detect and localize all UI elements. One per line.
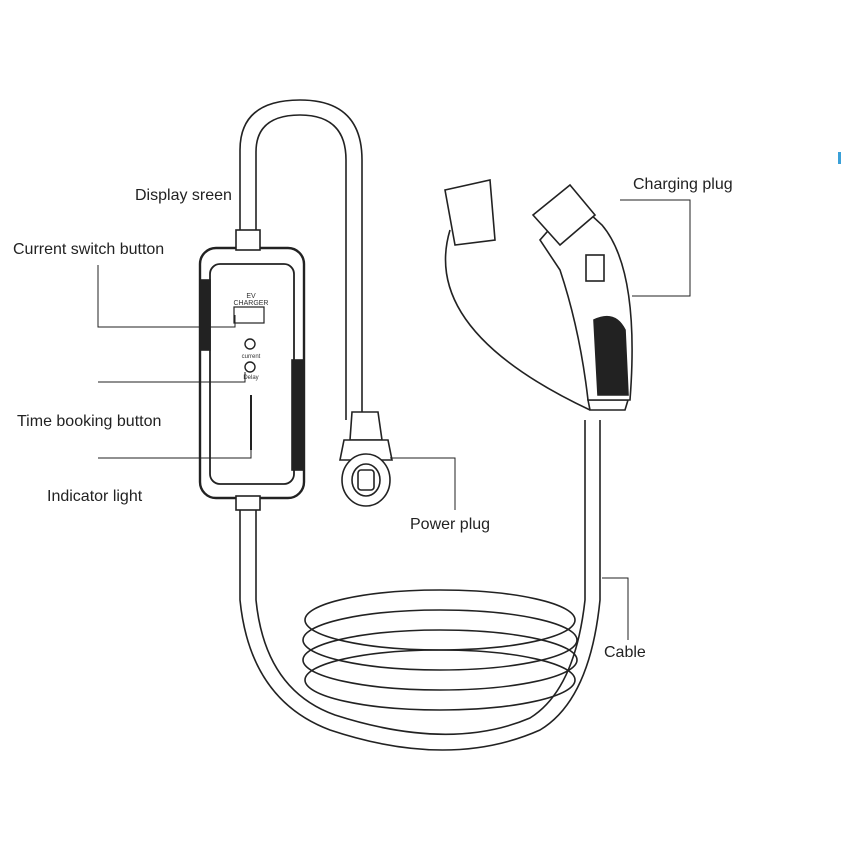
plug-cap bbox=[444, 179, 591, 411]
label-current-switch: Current switch button bbox=[13, 241, 165, 258]
accent-mark bbox=[838, 152, 841, 164]
time-booking-button bbox=[244, 361, 256, 373]
label-power-plug: Power plug bbox=[410, 516, 491, 533]
leader-lines bbox=[97, 199, 691, 640]
device-label-charger: CHARGER bbox=[233, 300, 268, 307]
cable-to-power-plug bbox=[239, 99, 363, 420]
device-label-delay: Delay bbox=[243, 375, 258, 381]
label-cable: Cable bbox=[604, 644, 646, 661]
display-screen bbox=[233, 306, 265, 324]
power-plug bbox=[339, 411, 393, 507]
label-time-booking: Time booking button bbox=[17, 413, 162, 430]
control-box bbox=[198, 229, 306, 511]
cable-coil bbox=[302, 589, 578, 711]
device-label-ev: EV bbox=[246, 293, 256, 300]
charging-plug bbox=[531, 183, 633, 411]
label-charging-plug: Charging plug bbox=[633, 176, 733, 193]
current-switch-button bbox=[244, 338, 256, 350]
label-display-screen: Display sreen bbox=[135, 187, 232, 204]
label-indicator-light: Indicator light bbox=[47, 488, 143, 505]
device-label-current: current bbox=[242, 354, 261, 360]
